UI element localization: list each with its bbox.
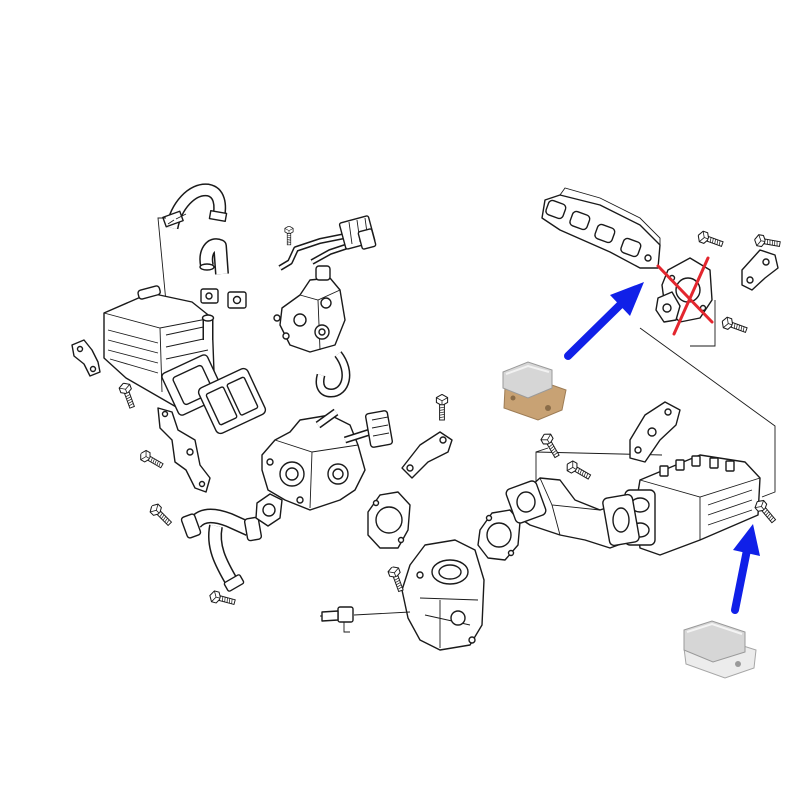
throttle-body (401, 539, 485, 651)
egr-pipe (180, 508, 263, 592)
bolt-icon (753, 233, 782, 251)
plate-highlight (686, 622, 743, 635)
blue-arrow-icon (731, 524, 760, 614)
bolt-icon (435, 394, 449, 421)
sensor (320, 606, 354, 633)
plate-highlight (505, 364, 550, 375)
gasket-hole (735, 661, 741, 667)
exhaust-pipe-section (505, 477, 640, 549)
bolt-icon (117, 380, 138, 410)
egr-cooler (103, 285, 225, 416)
bolt-icon (207, 589, 237, 609)
cooler-bracket (157, 407, 211, 493)
coolant-hose (162, 183, 228, 230)
small-gasket-left (71, 339, 101, 377)
gasket-small (255, 493, 283, 527)
gasket-hole (510, 395, 516, 401)
cooler-gasket (197, 367, 267, 435)
gasket-round (367, 491, 411, 549)
cross-stroke-b (672, 256, 710, 336)
bolt-icon (563, 458, 593, 483)
plate-top (683, 620, 746, 663)
bolt-icon (719, 315, 749, 336)
gasket-hole (545, 405, 551, 411)
egr-valve-upper (273, 265, 346, 353)
bolt-icon (137, 448, 166, 471)
cross-mark-icon (656, 256, 714, 336)
egr-bracket (401, 431, 453, 479)
egr-valve-assembly (261, 408, 372, 511)
hose-elbow (199, 238, 229, 275)
arrow-head (733, 524, 760, 556)
bracket-clip (741, 249, 779, 291)
arrow-shaft (731, 546, 751, 614)
leader-line (639, 327, 776, 498)
small-hose (315, 351, 351, 398)
wiring-harness (278, 215, 377, 271)
bolt-icon (538, 430, 563, 460)
intake-manifold (624, 454, 761, 556)
bolt-icon (147, 501, 175, 529)
leader-line (353, 611, 411, 616)
arrow-head (610, 282, 644, 316)
leader-line (690, 300, 716, 347)
bolt-icon (284, 226, 294, 246)
arrow-shaft (564, 299, 626, 360)
blue-arrow-icon (564, 282, 644, 360)
blanking-plate-photo (683, 620, 757, 679)
manifold-bracket (629, 401, 681, 463)
hose-clips (200, 288, 247, 309)
leader-line (157, 217, 167, 303)
blanking-plate-photo (502, 361, 567, 421)
cross-stroke-a (656, 264, 714, 324)
bolt-icon (695, 229, 725, 250)
gasket-round-2 (477, 509, 521, 561)
exhaust-manifold (541, 187, 661, 269)
valve-connector (364, 410, 394, 448)
